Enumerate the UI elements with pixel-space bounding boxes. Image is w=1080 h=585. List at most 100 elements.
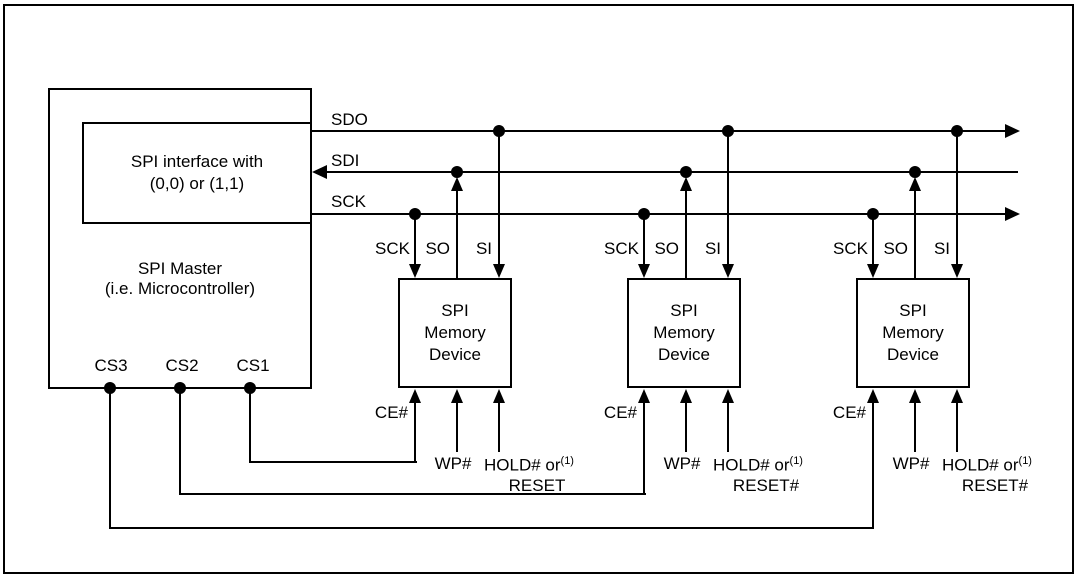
si-arrowhead-icon — [722, 264, 734, 278]
so-pin-line — [685, 191, 687, 279]
pin-label-ce: CE# — [374, 403, 408, 422]
hold-pin-line — [727, 402, 729, 452]
so-arrowhead-icon — [451, 177, 463, 191]
hold-pin-line — [956, 402, 958, 452]
pin-label-wp: WP# — [434, 454, 472, 473]
pin-label-ce: CE# — [603, 403, 637, 422]
si-pin-line — [498, 131, 500, 264]
wp-pin-line — [685, 402, 687, 452]
pin-label-wp: WP# — [892, 454, 930, 473]
pin-label-cs3: CS3 — [94, 356, 128, 375]
sck-pin-line — [414, 214, 416, 264]
footnote-marker: (1) — [1018, 455, 1032, 467]
memory-device-label: SPI Memory Device — [858, 280, 968, 386]
cs3-wire-vertical — [109, 388, 111, 529]
ce-arrowhead-icon — [638, 389, 650, 403]
cs1-wire-vertical — [249, 388, 251, 463]
wp-arrowhead-icon — [680, 389, 692, 403]
spi-master-label-line1: SPI Master — [137, 259, 223, 278]
ce-pin-line — [414, 402, 416, 463]
sck-bus-line — [311, 213, 1006, 215]
sdo-arrowhead-icon — [1005, 124, 1020, 138]
so-junction-dot — [680, 166, 692, 178]
spi-interface-box: SPI interface with (0,0) or (1,1) — [82, 122, 312, 224]
wp-arrowhead-icon — [909, 389, 921, 403]
so-pin-line — [456, 191, 458, 279]
so-junction-dot — [909, 166, 921, 178]
sdo-bus-line — [311, 130, 1006, 132]
sck-pin-line — [872, 214, 874, 264]
hold-arrowhead-icon — [493, 389, 505, 403]
cs2-wire-horizontal — [179, 493, 646, 495]
hold-label-text: HOLD# or — [484, 455, 561, 475]
spi-interface-label: SPI interface with (0,0) or (1,1) — [84, 124, 310, 222]
si-pin-line — [956, 131, 958, 264]
spi-interface-label-line1: SPI interface with — [130, 152, 264, 171]
memory-device-box: SPI Memory Device — [398, 278, 512, 388]
si-junction-dot — [493, 125, 505, 137]
pin-label-ce: CE# — [832, 403, 866, 422]
outer-frame — [3, 4, 1074, 574]
pin-label-cs1: CS1 — [236, 356, 270, 375]
si-arrowhead-icon — [951, 264, 963, 278]
pin-label-si: SI — [475, 239, 492, 258]
spi-interface-label-line2: (0,0) or (1,1) — [149, 174, 245, 193]
si-junction-dot — [951, 125, 963, 137]
hold-arrowhead-icon — [951, 389, 963, 403]
pin-label-sck: SCK — [375, 239, 410, 258]
bus-label-sck: SCK — [331, 192, 366, 211]
pin-label-sck: SCK — [833, 239, 868, 258]
memory-device-label: SPI Memory Device — [400, 280, 510, 386]
memory-device-label-line2: Memory — [424, 323, 486, 342]
sck-arrowhead-icon — [1005, 207, 1020, 221]
sck-arrowhead-icon — [638, 264, 650, 278]
sdi-bus-line — [326, 171, 1018, 173]
hold-pin-line — [498, 402, 500, 452]
pin-label-hold: HOLD# or(1) — [484, 452, 574, 475]
hold-label-text: HOLD# or — [942, 455, 1019, 475]
pin-label-so: SO — [883, 239, 908, 258]
memory-device-label-line2: Memory — [882, 323, 944, 342]
sck-junction-dot — [409, 208, 421, 220]
memory-device-box: SPI Memory Device — [627, 278, 741, 388]
so-arrowhead-icon — [909, 177, 921, 191]
bus-label-sdi: SDI — [331, 151, 360, 170]
memory-device-label-line3: Device — [887, 345, 939, 364]
memory-device-box: SPI Memory Device — [856, 278, 970, 388]
pin-label-reset: RESET# — [732, 476, 800, 495]
pin-label-hold: HOLD# or(1) — [713, 452, 803, 475]
sck-arrowhead-icon — [409, 264, 421, 278]
ce-arrowhead-icon — [867, 389, 879, 403]
hold-label-text: HOLD# or — [713, 455, 790, 475]
cs2-wire-vertical — [179, 388, 181, 495]
cs1-wire-horizontal — [249, 461, 417, 463]
pin-label-so: SO — [425, 239, 450, 258]
memory-device-label-line1: SPI — [899, 301, 927, 320]
footnote-marker: (1) — [789, 455, 803, 467]
sck-arrowhead-icon — [867, 264, 879, 278]
si-junction-dot — [722, 125, 734, 137]
wp-arrowhead-icon — [451, 389, 463, 403]
pin-label-cs2: CS2 — [165, 356, 199, 375]
pin-label-hold: HOLD# or(1) — [942, 452, 1032, 475]
memory-device-label: SPI Memory Device — [629, 280, 739, 386]
pin-label-reset: RESET — [508, 476, 566, 495]
pin-label-so: SO — [654, 239, 679, 258]
sck-junction-dot — [638, 208, 650, 220]
spi-master-label-line2: (i.e. Microcontroller) — [104, 279, 256, 298]
so-arrowhead-icon — [680, 177, 692, 191]
pin-label-si: SI — [704, 239, 721, 258]
spi-master-label: SPI Master (i.e. Microcontroller) — [48, 259, 312, 299]
hold-arrowhead-icon — [722, 389, 734, 403]
memory-device-label-line1: SPI — [670, 301, 698, 320]
bus-label-sdo: SDO — [331, 110, 368, 129]
pin-label-si: SI — [933, 239, 950, 258]
ce-pin-line — [872, 402, 874, 529]
so-pin-line — [914, 191, 916, 279]
wp-pin-line — [456, 402, 458, 452]
memory-device-label-line3: Device — [429, 345, 481, 364]
cs3-wire-horizontal — [109, 527, 874, 529]
wp-pin-line — [914, 402, 916, 452]
si-pin-line — [727, 131, 729, 264]
pin-label-reset: RESET# — [961, 476, 1029, 495]
